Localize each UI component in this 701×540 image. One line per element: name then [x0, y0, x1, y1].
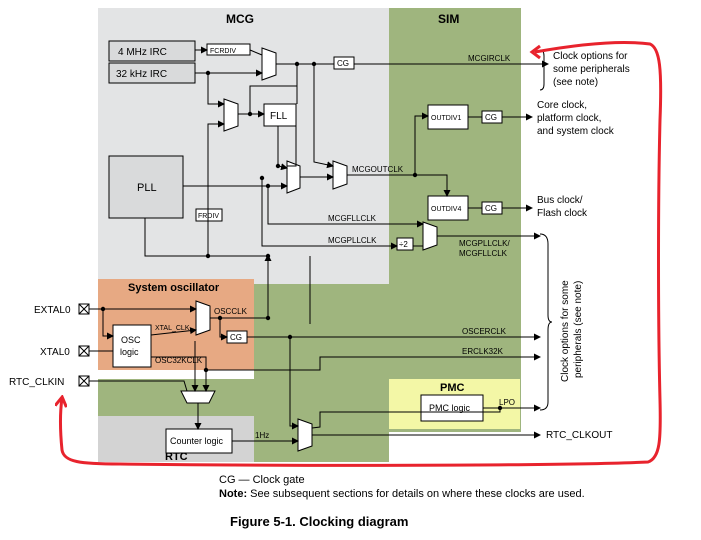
osc32kclk-label: OSC32KCLK	[155, 356, 203, 365]
sim-title: SIM	[438, 12, 459, 26]
outdiv1-label: OUTDIV1	[431, 115, 461, 122]
irc-32khz-label: 32 kHz IRC	[116, 69, 167, 80]
clock-options-top-3: (see note)	[553, 77, 598, 88]
mux-rtc-clock	[180, 390, 216, 404]
note-text: See subsequent sections for details on w…	[247, 488, 585, 500]
div2-block: ÷2	[396, 237, 414, 251]
svg-text:÷2: ÷2	[399, 240, 408, 249]
frdiv-block: FRDIV	[195, 208, 223, 222]
cg-gate-oscerclk: CG	[226, 330, 248, 344]
fll-label: FLL	[270, 111, 288, 122]
counter-logic-block: Counter logic	[165, 428, 233, 454]
outdiv4-label: OUTDIV4	[431, 206, 461, 213]
mux-fll-ref	[223, 98, 239, 132]
red-annotation-loop	[61, 40, 663, 467]
svg-text:CG: CG	[230, 333, 242, 342]
mcgirclk-label: MCGIRCLK	[468, 54, 511, 63]
pll-block: PLL	[108, 155, 184, 219]
clock-options-vertical-2: peripherals (see note)	[573, 281, 584, 378]
core-clock-label-2: platform clock,	[537, 113, 601, 124]
legend-cg: CG — Clock gate	[219, 474, 305, 486]
core-clock-label-1: Core clock,	[537, 100, 587, 111]
rtc-clkout-label: RTC_CLKOUT	[546, 430, 613, 441]
irc-4mhz-label: 4 MHz IRC	[118, 47, 167, 58]
clock-options-top-1: Clock options for	[553, 51, 628, 62]
irc-32khz-block: 32 kHz IRC	[108, 62, 196, 84]
pmc-title: PMC	[440, 382, 465, 394]
system-oscillator-title: System oscillator	[128, 282, 220, 294]
mux-mcgout	[332, 160, 348, 190]
outdiv1-block: OUTDIV1	[427, 104, 469, 130]
rtc-clkin-pin: RTC_CLKIN	[9, 375, 90, 388]
mux-pll-fll	[422, 221, 438, 251]
legend-note: Note: See subsequent sections for detail…	[219, 488, 585, 500]
cg-gate-outdiv1: CG	[481, 110, 503, 124]
svg-text:XTAL0: XTAL0	[40, 347, 70, 358]
outdiv4-block: OUTDIV4	[427, 195, 469, 221]
irc-4mhz-block: 4 MHz IRC	[108, 40, 196, 62]
svg-text:EXTAL0: EXTAL0	[34, 305, 71, 316]
mcgpll-fll-label-2: MCGFLLCLK	[459, 249, 508, 258]
clock-options-vertical-1: Clock options for some	[560, 280, 571, 382]
svg-text:CG: CG	[485, 204, 497, 213]
svg-text:RTC_CLKIN: RTC_CLKIN	[9, 377, 64, 388]
fcrdiv-block: FCRDIV	[206, 43, 251, 56]
cg-gate-outdiv4: CG	[481, 201, 503, 215]
bus-clock-label-1: Bus clock/	[537, 195, 583, 206]
svg-text:CG: CG	[337, 59, 349, 68]
figure-caption: Figure 5-1. Clocking diagram	[230, 514, 409, 529]
osc-logic-label-1: OSC	[121, 335, 141, 345]
fll-block: FLL	[263, 103, 297, 127]
fcrdiv-label: FCRDIV	[210, 48, 236, 55]
mux-irc	[261, 47, 277, 81]
frdiv-label: FRDIV	[198, 213, 219, 220]
mcgfllclk-label: MCGFLLCLK	[328, 214, 377, 223]
core-clock-label-3: and system clock	[537, 126, 615, 137]
pmc-logic-block: PMC logic	[420, 394, 484, 422]
note-label: Note:	[219, 488, 248, 500]
mcgpllclk-label: MCGPLLCLK	[328, 236, 377, 245]
mcgpll-fll-label-1: MCGPLLCLK/	[459, 239, 510, 248]
oscerclk-label: OSCERCLK	[462, 327, 507, 336]
clock-options-top-2: some peripherals	[553, 64, 630, 75]
mux-rtc-clkout	[297, 418, 313, 452]
mcg-title: MCG	[226, 12, 254, 26]
mcgoutclk-label: MCGOUTCLK	[352, 165, 404, 174]
one-hz-label: 1Hz	[255, 431, 269, 440]
svg-text:CG: CG	[485, 113, 497, 122]
xtal-clk-label: XTAL_CLK	[155, 325, 190, 332]
counter-logic-label: Counter logic	[170, 436, 224, 446]
extal0-pin: EXTAL0	[34, 303, 90, 316]
bus-clock-label-2: Flash clock	[537, 208, 588, 219]
erclk32k-label: ERCLK32K	[462, 347, 504, 356]
osc-logic-block: OSC logic	[112, 324, 152, 368]
mux-osc	[195, 300, 211, 336]
pll-label: PLL	[137, 182, 157, 194]
rtc-title: RTC	[165, 451, 188, 463]
cg-gate-mcgirclk: CG	[333, 56, 355, 70]
xtal0-pin: XTAL0	[40, 345, 90, 358]
pmc-logic-label: PMC logic	[429, 403, 471, 413]
oscclk-label: OSCCLK	[214, 307, 248, 316]
osc-logic-label-2: logic	[120, 347, 139, 357]
lpo-label: LPO	[499, 398, 515, 407]
